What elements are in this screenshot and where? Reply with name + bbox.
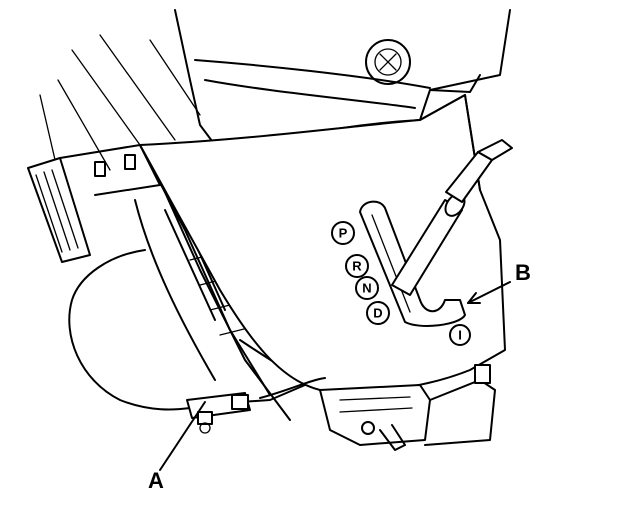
gear-indicator-d (366, 301, 390, 325)
gear-label-lower: I (458, 328, 462, 343)
callout-b: B (515, 260, 531, 285)
gear-label-d: D (373, 306, 382, 321)
accelerator-pedal (27, 144, 161, 263)
shift-lock-solenoid (319, 364, 496, 451)
leader-lines (159, 281, 511, 471)
callout-a: A (148, 468, 164, 493)
gear-label-n: N (362, 281, 371, 296)
shift-gate-slot (359, 200, 466, 327)
gear-indicators: P R N D I (331, 221, 471, 346)
leader-b (467, 281, 511, 304)
gear-label-p: P (339, 226, 348, 241)
gear-indicator-r (345, 254, 369, 278)
shift-lever (391, 139, 513, 296)
gear-indicator-p (331, 221, 355, 245)
shift-knob (477, 139, 513, 161)
gear-indicator-n (355, 276, 379, 300)
gear-indicator-lower (449, 324, 471, 346)
gear-label-r: R (352, 259, 362, 274)
leader-a (159, 401, 206, 471)
ignition-cylinder (365, 39, 411, 85)
shift-indicator-panel (139, 94, 506, 393)
connector-a (186, 392, 251, 434)
